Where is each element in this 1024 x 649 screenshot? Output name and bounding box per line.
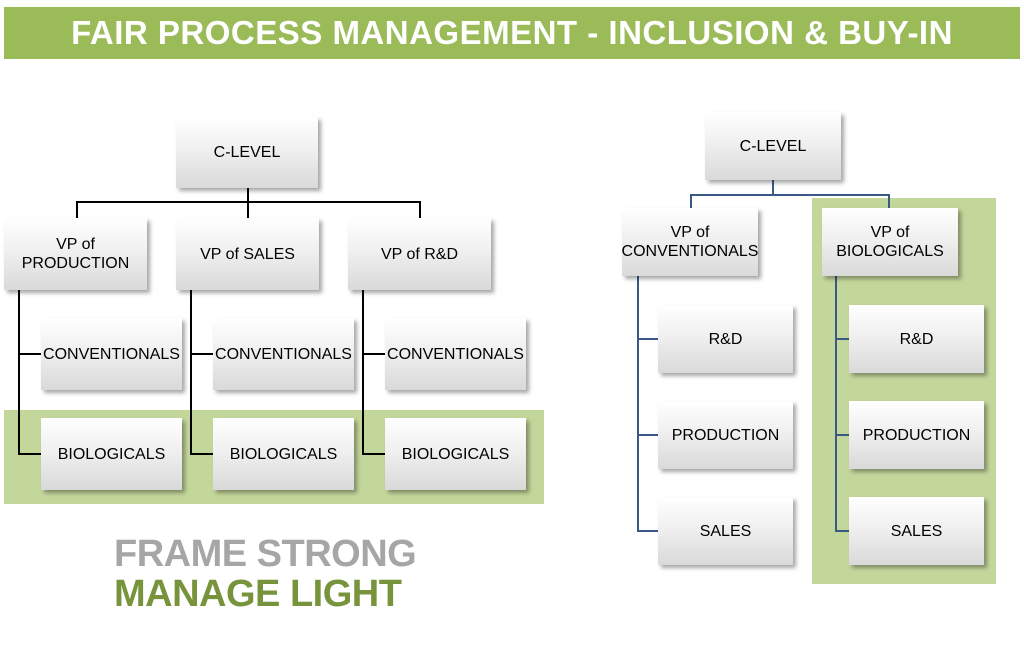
connector — [362, 353, 385, 355]
biologicals-box: BIOLOGICALS — [385, 418, 526, 490]
connector — [637, 434, 658, 436]
sales-box: SALES — [658, 497, 793, 565]
c-level-box: C-LEVEL — [176, 117, 318, 188]
title-banner: FAIR PROCESS MANAGEMENT - INCLUSION & BU… — [4, 7, 1020, 59]
rd-box: R&D — [658, 305, 793, 373]
connector — [18, 353, 41, 355]
biologicals-box: BIOLOGICALS — [213, 418, 354, 490]
biologicals-box: BIOLOGICALS — [41, 418, 182, 490]
vp-conventionals-box: VP of CONVENTIONALS — [622, 208, 758, 276]
connector — [18, 290, 20, 454]
connector — [362, 290, 364, 454]
c-level-box: C-LEVEL — [705, 112, 841, 180]
connector — [247, 201, 249, 218]
vp-production-box: VP of PRODUCTION — [4, 218, 147, 290]
production-box: PRODUCTION — [849, 401, 984, 469]
page-title: FAIR PROCESS MANAGEMENT - INCLUSION & BU… — [71, 14, 953, 51]
connector — [835, 530, 849, 532]
slogan-line-2: MANAGE LIGHT — [114, 573, 402, 615]
connector — [835, 338, 849, 340]
slogan-line-1: FRAME STRONG — [114, 533, 417, 575]
connector — [247, 188, 249, 202]
connector — [362, 453, 385, 455]
connector — [637, 338, 658, 340]
connector — [835, 276, 837, 532]
connector — [888, 194, 890, 208]
connector — [690, 194, 890, 196]
connector — [419, 201, 421, 218]
connector — [190, 453, 213, 455]
connector — [76, 201, 78, 218]
connector — [835, 434, 849, 436]
connector — [637, 530, 658, 532]
vp-rd-box: VP of R&D — [348, 218, 491, 290]
production-box: PRODUCTION — [658, 401, 793, 469]
conventionals-box: CONVENTIONALS — [385, 318, 526, 390]
connector — [637, 276, 639, 532]
vp-biologicals-box: VP of BIOLOGICALS — [822, 208, 958, 276]
connector — [190, 290, 192, 454]
connector — [690, 194, 692, 208]
rd-box: R&D — [849, 305, 984, 373]
vp-sales-box: VP of SALES — [176, 218, 319, 290]
conventionals-box: CONVENTIONALS — [41, 318, 182, 390]
connector — [772, 180, 774, 194]
connector — [190, 353, 213, 355]
conventionals-box: CONVENTIONALS — [213, 318, 354, 390]
sales-box: SALES — [849, 497, 984, 565]
connector — [18, 453, 41, 455]
